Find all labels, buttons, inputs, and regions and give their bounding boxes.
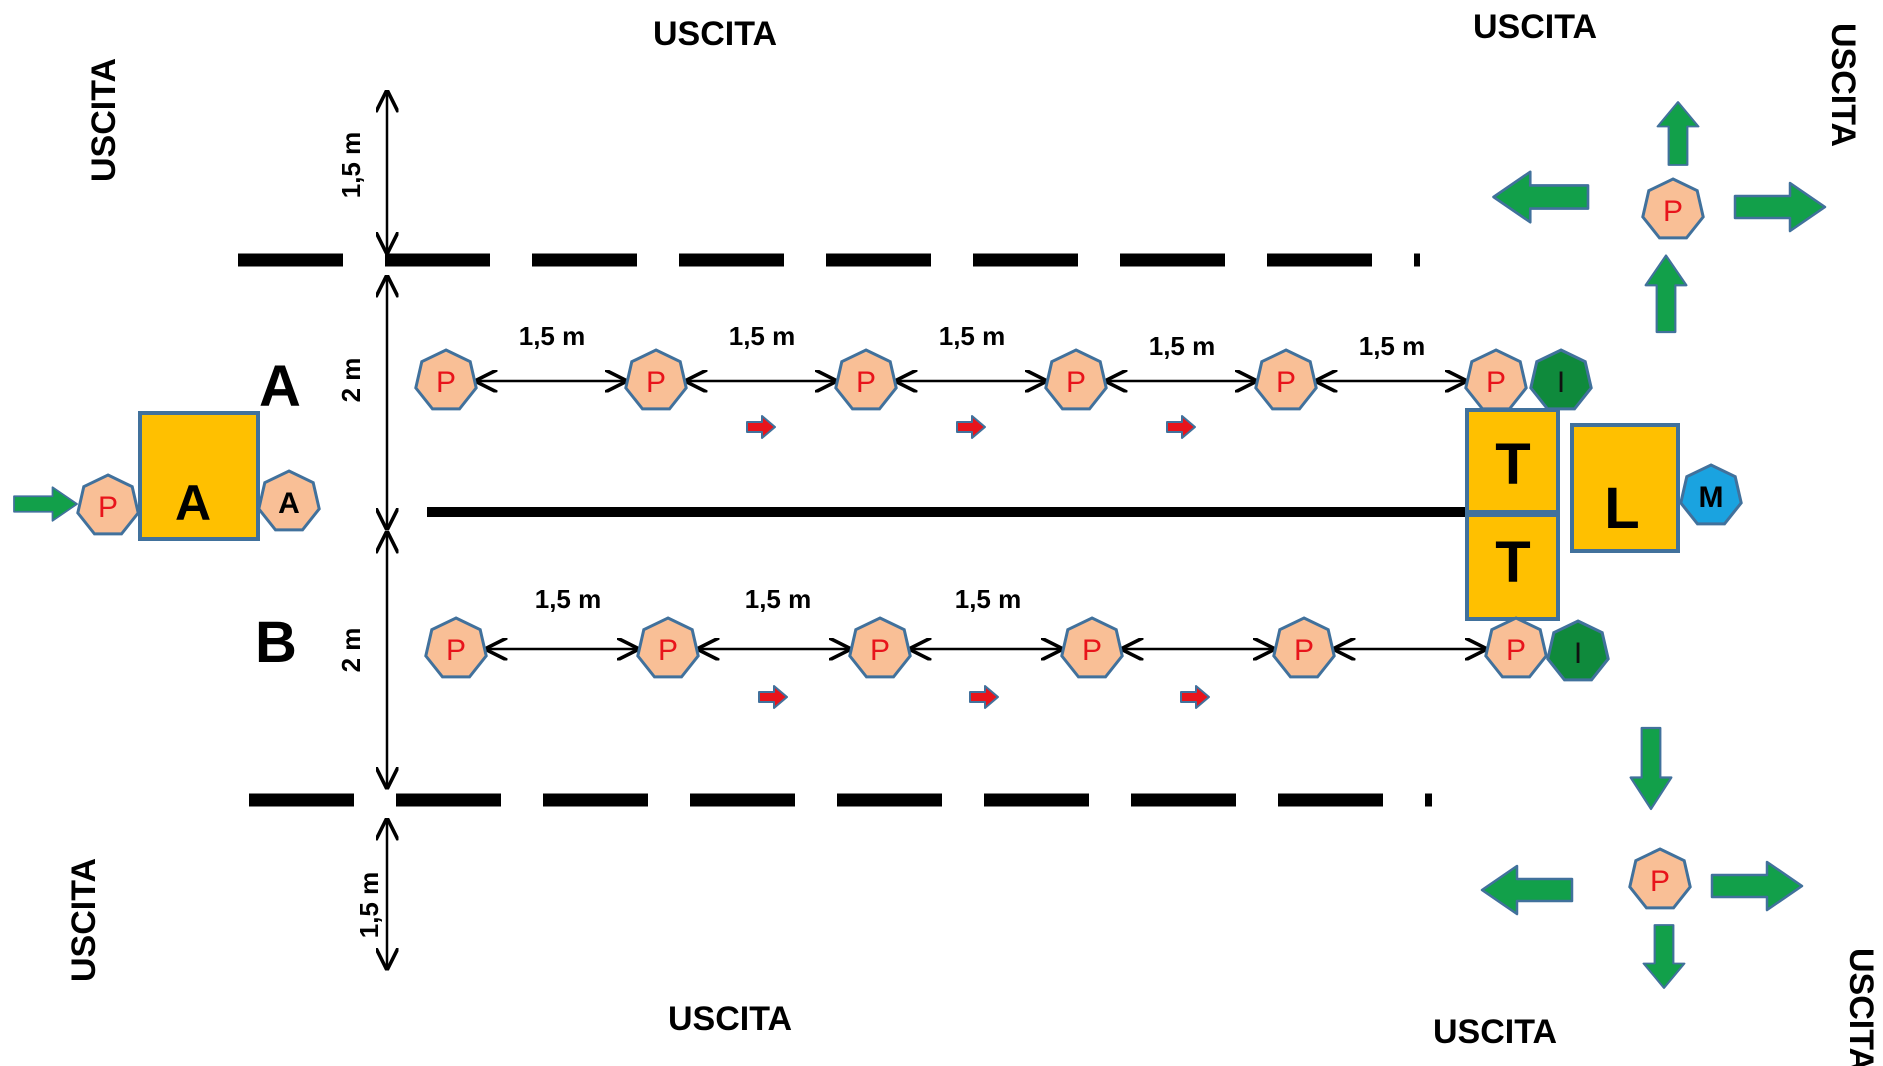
lane-a-spacing: 1,5 m 1,5 m 1,5 m 1,5 m 1,5 m (477, 321, 1465, 381)
person-marker: P (1272, 616, 1336, 679)
i-marker: I (1529, 348, 1593, 411)
person-marker-label: P (1506, 634, 1526, 667)
flow-arrow-icon (969, 685, 999, 709)
arrow-down-icon (1642, 923, 1686, 990)
l-station: L (1570, 423, 1680, 553)
person-marker-label: P (1294, 634, 1314, 667)
person-marker: P (834, 348, 898, 411)
arrow-right-icon (1733, 181, 1827, 233)
m-marker-label: M (1699, 481, 1724, 514)
person-marker-label: P (1082, 634, 1102, 667)
lane-b-label: B (255, 610, 297, 675)
exit-left-bottom-vertical: USCITA (65, 858, 103, 982)
person-marker: P (414, 348, 478, 411)
entry-attendant-marker-label: A (278, 487, 300, 520)
person-marker-label: P (1486, 366, 1506, 399)
table-b-label: T (1495, 530, 1530, 595)
person-marker: P (848, 616, 912, 679)
person-marker-label: P (1276, 366, 1296, 399)
flow-arrow-icon (956, 415, 986, 439)
spacing-a-2: 1,5 m (729, 321, 796, 351)
spacing-a-4: 1,5 m (1149, 331, 1216, 361)
lane-b-spacing: 1,5 m 1,5 m 1,5 m (487, 584, 1485, 649)
l-box-label: L (1604, 476, 1639, 541)
entry-station: A (138, 411, 260, 541)
exit-left-top-vertical: USCITA (85, 58, 123, 182)
exit-top-center: USCITA (653, 15, 777, 53)
person-marker-label: P (658, 634, 678, 667)
spacing-a-1: 1,5 m (519, 321, 586, 351)
exit-right-bottom-vertical: USCITA (1842, 948, 1880, 1066)
m-marker: M (1679, 463, 1743, 526)
markers-layer: P P P P P P P P P P P P I I P A M P P (76, 177, 1743, 910)
top-margin-label: 1,5 m (336, 132, 366, 199)
arrow-down-icon (1629, 726, 1673, 811)
person-marker: P (624, 348, 688, 411)
spacing-b-2: 1,5 m (745, 584, 812, 614)
flow-arrow-icon (1180, 685, 1210, 709)
table-station-a: T (1465, 408, 1560, 514)
person-marker: P (424, 616, 488, 679)
exit-bottom-center: USCITA (668, 1000, 792, 1038)
lane-a-width-label: 2 m (336, 358, 366, 403)
flow-arrow-icon (1166, 415, 1196, 439)
person-marker: P (636, 616, 700, 679)
arrow-up-icon (1644, 254, 1688, 334)
spacing-b-1: 1,5 m (535, 584, 602, 614)
person-marker: P (1464, 348, 1528, 411)
entry-person-marker: P (76, 473, 140, 536)
lane-a-flow-arrows (746, 415, 1196, 439)
table-station-b: T (1465, 513, 1560, 621)
person-marker-label: P (870, 634, 890, 667)
arrow-right-icon (1710, 860, 1804, 912)
exit-bottom-right: USCITA (1433, 1013, 1557, 1051)
exit-right-top-vertical: USCITA (1824, 23, 1862, 147)
person-marker: P (1254, 348, 1318, 411)
i-marker-label: I (1574, 637, 1582, 670)
flow-arrow-icon (746, 415, 776, 439)
arrow-left-icon (1480, 864, 1574, 916)
lane-b-flow-arrows (758, 685, 1210, 709)
entry-arrow-icon (13, 486, 78, 522)
person-marker-label: P (646, 366, 666, 399)
flow-arrow-icon (758, 685, 788, 709)
table-a-label: T (1495, 432, 1530, 497)
person-marker-label: P (436, 366, 456, 399)
i-marker: I (1546, 619, 1610, 682)
lane-a-label: A (259, 354, 301, 419)
spacing-a-3: 1,5 m (939, 321, 1006, 351)
exit-person-top: P (1641, 177, 1705, 240)
person-marker: P (1484, 616, 1548, 679)
person-marker-label: P (1066, 366, 1086, 399)
exit-person-bottom-label: P (1650, 865, 1670, 898)
person-marker-label: P (856, 366, 876, 399)
exit-top-right: USCITA (1473, 8, 1597, 46)
entry-person-marker-label: P (98, 491, 118, 524)
exit-person-bottom: P (1628, 847, 1692, 910)
arrow-up-icon (1656, 100, 1700, 167)
arrow-left-icon (1492, 170, 1590, 224)
person-marker: P (1060, 616, 1124, 679)
spacing-a-5: 1,5 m (1359, 331, 1426, 361)
person-marker: P (1044, 348, 1108, 411)
spacing-b-3: 1,5 m (955, 584, 1022, 614)
bottom-margin-label: 1,5 m (354, 872, 384, 939)
exit-person-top-label: P (1663, 195, 1683, 228)
entry-box-label: A (175, 475, 211, 531)
person-marker-label: P (446, 634, 466, 667)
entry-attendant-marker: A (257, 469, 321, 532)
i-marker-label: I (1557, 366, 1565, 399)
lane-b-width-label: 2 m (336, 628, 366, 673)
